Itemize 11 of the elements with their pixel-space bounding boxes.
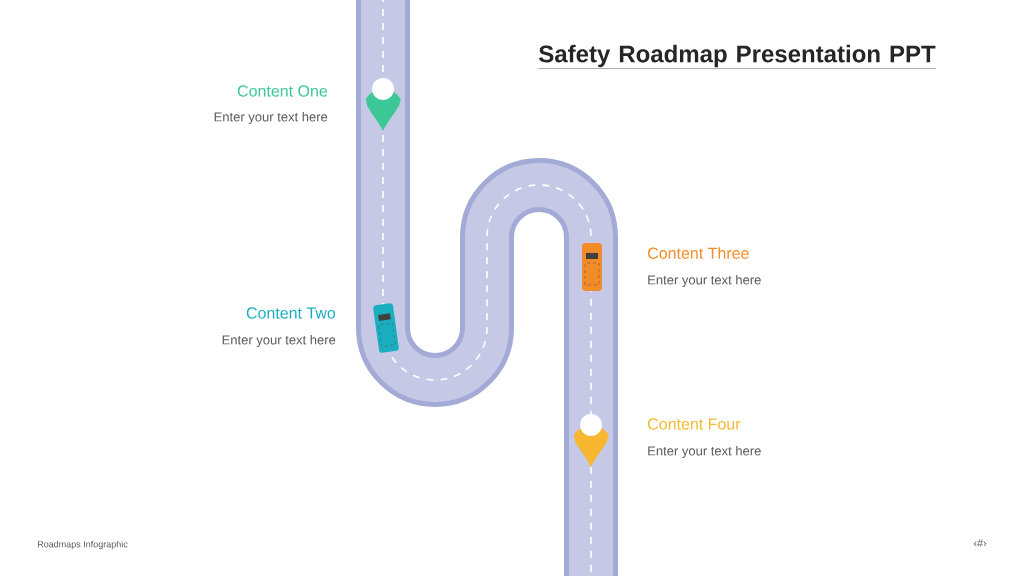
title: Safety Roadmap Presentation PPT <box>538 44 936 69</box>
body-text: Enter your text here <box>222 334 336 348</box>
body-text: Enter your text here <box>648 445 761 459</box>
heading: Content Two <box>246 307 336 319</box>
heading: Content Three <box>648 247 749 259</box>
footer-text: Roadmaps Infographic <box>37 540 128 550</box>
heading: Content Four <box>648 418 741 430</box>
page-number: ‹#› <box>973 539 987 547</box>
body-text: Enter your text here <box>648 274 761 288</box>
body-text: Enter your text here <box>214 111 328 125</box>
heading: Content One <box>237 85 328 97</box>
